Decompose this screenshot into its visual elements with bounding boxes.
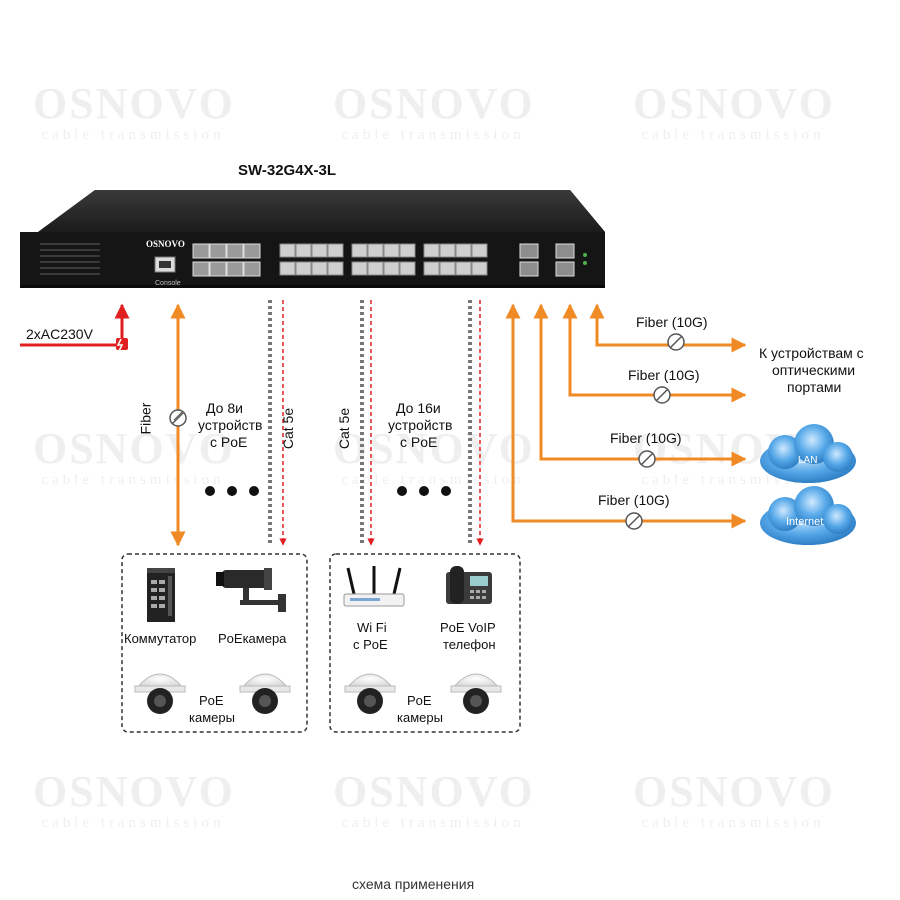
fiber-10g-label: Fiber (10G) <box>628 367 700 383</box>
fiber-10g-links <box>505 303 747 529</box>
sfp-plus-ports <box>519 243 575 277</box>
dome-camera-icon <box>239 673 291 714</box>
poe-right-line1: До 16и <box>396 400 441 416</box>
twisted-pair-left <box>268 300 287 546</box>
internet-cloud <box>760 486 856 545</box>
optical-target-line3: портами <box>787 379 842 395</box>
voip-label-line2: телефон <box>443 637 496 652</box>
twisted-pair-right-a <box>360 300 375 546</box>
poe-left-line2: устройств <box>198 417 263 433</box>
fiber-10g-label: Fiber (10G) <box>610 430 682 446</box>
optical-target-line2: оптическими <box>772 362 856 378</box>
voip-phone-icon <box>446 566 492 604</box>
power-input <box>20 303 130 352</box>
device-group-left <box>121 553 308 733</box>
camera-label: PoEкамера <box>218 631 287 646</box>
domes-right-line2: камеры <box>397 710 443 725</box>
device-group-right <box>329 553 521 733</box>
poe-right-line2: устройств <box>388 417 453 433</box>
voip-label-line1: PoE VoIP <box>440 620 496 635</box>
wifi-label-line2: с PoE <box>353 637 388 652</box>
cat5e-label-left: Cat 5e <box>280 407 297 450</box>
cat5e-label-right: Cat 5e <box>336 407 353 450</box>
poe-left-line3: с PoE <box>210 434 248 450</box>
domes-right-line1: PoE <box>407 693 432 708</box>
fiber-10g-label: Fiber (10G) <box>636 314 708 330</box>
diagram-title: SW-32G4X-3L <box>238 162 337 179</box>
power-label: 2xAC230V <box>26 326 93 342</box>
optical-target-line1: К устройствам с <box>759 345 864 361</box>
lan-cloud <box>760 424 856 483</box>
dome-camera-icon <box>450 673 502 714</box>
wifi-label-line1: Wi Fi <box>357 620 387 635</box>
switch-front <box>20 232 605 287</box>
twisted-pair-right-b <box>468 300 484 546</box>
switch-device <box>20 190 605 288</box>
poe-left-line1: До 8и <box>206 400 243 416</box>
rj45-ports <box>279 243 488 276</box>
more-devices-dots <box>205 486 451 496</box>
domes-left-line2: камеры <box>189 710 235 725</box>
dome-camera-icon <box>134 673 186 714</box>
fiber-10g-label: Fiber (10G) <box>598 492 670 508</box>
fiber-label: Fiber <box>137 402 154 435</box>
dome-camera-icon <box>344 673 396 714</box>
fiber-coupler-icon <box>169 409 187 427</box>
bullet-camera-icon <box>216 568 286 612</box>
diagram-caption: схема применения <box>352 876 475 892</box>
wifi-router-icon <box>343 566 405 607</box>
vent-grille <box>40 243 100 275</box>
industrial-switch-icon <box>147 568 175 622</box>
poe-right-line3: с PoE <box>400 434 438 450</box>
lan-label: LAN <box>798 455 818 466</box>
domes-left-line1: PoE <box>199 693 224 708</box>
console-label: Console <box>155 280 181 287</box>
internet-label: Internet <box>786 516 824 528</box>
switch-brand-label: OSNOVO <box>146 239 185 249</box>
switch-device-label: Коммутатор <box>124 631 197 646</box>
fiber-coupler-icon <box>625 333 685 530</box>
sfp-ports-left <box>192 243 261 277</box>
